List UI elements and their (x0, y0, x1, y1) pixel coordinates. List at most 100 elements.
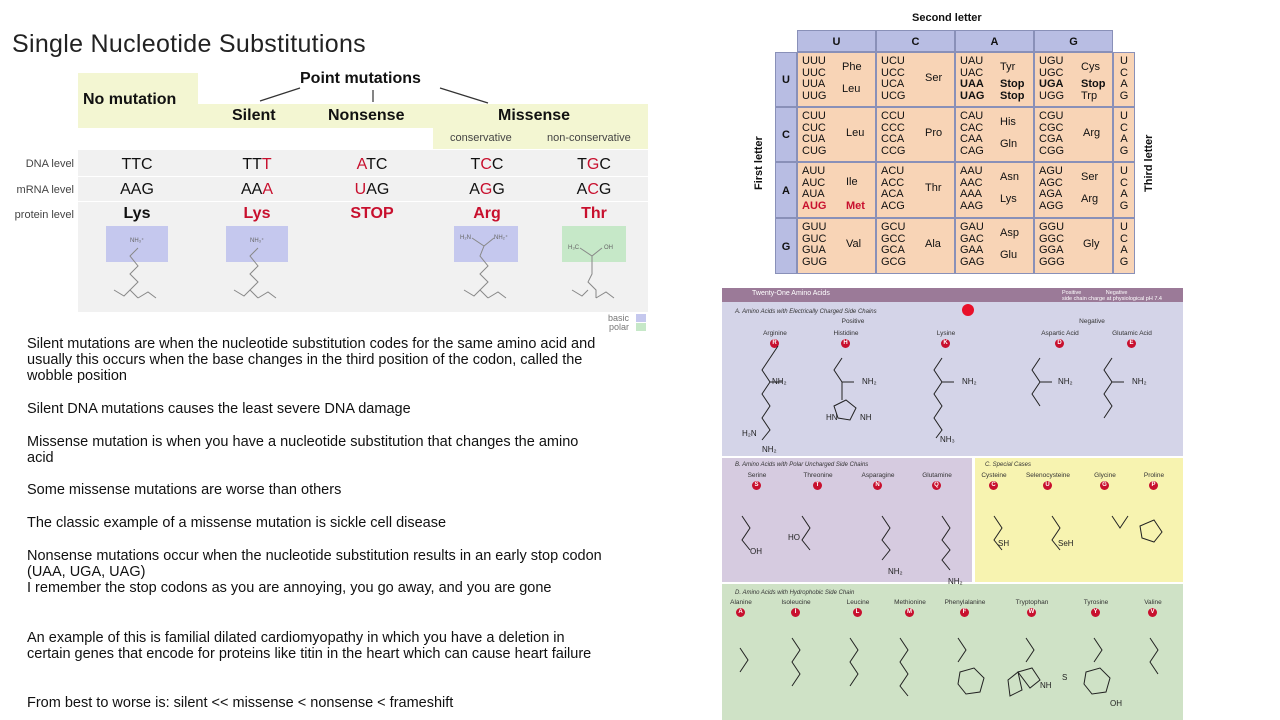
row-header-c: C (775, 107, 797, 162)
mrna-level-label: mRNA level (16, 184, 74, 196)
svg-text:OH: OH (750, 547, 762, 556)
amino-badge-p: P (1149, 481, 1158, 490)
protein-silent: Lys (243, 205, 271, 222)
third-letter-a: U C A G (1113, 162, 1135, 218)
amino-badge-v: V (1148, 608, 1157, 617)
svg-text:NH: NH (860, 413, 872, 422)
panel-charged (722, 302, 1183, 456)
mrna-non-conservative: ACG (576, 181, 612, 198)
note-missense-severity: Some missense mutations are worse than o… (27, 482, 342, 498)
mutation-grid (78, 150, 648, 312)
third-letter-c: U C A G (1113, 107, 1135, 162)
lys-structure-image: NH₃⁺ (106, 226, 168, 299)
amino-chart-legend: Positive Negative side chain charge at p… (1062, 290, 1162, 302)
protein-non-conservative: Thr (581, 205, 607, 222)
amino-name-glutamine: Glutamine (922, 472, 952, 479)
amino-name-valine: Valine (1144, 599, 1162, 606)
svg-text:SeH: SeH (1058, 539, 1074, 548)
amino-name-aspartic-acid: Aspartic Acid (1041, 330, 1079, 337)
amino-badge-i: I (791, 608, 800, 617)
note-ranking: From best to worse is: silent << missens… (27, 695, 454, 711)
svg-text:NH₂: NH₂ (862, 377, 877, 386)
codon-cell-uu: UUU UUC UUA UUG Phe Leu (797, 52, 876, 107)
legend-basic-swatch (636, 314, 646, 322)
header-connector-lines (259, 87, 489, 104)
mrna-no-mutation: AAG (120, 181, 154, 198)
amino-name-proline: Proline (1143, 472, 1165, 479)
amino-name-glycine: Glycine (1094, 472, 1116, 479)
no-mutation-header: No mutation (78, 73, 198, 128)
dna-no-mutation: TTC (121, 156, 153, 173)
note-cardiomyopathy: An example of this is familial dilated c… (27, 630, 592, 662)
amino-name-cysteine: Cysteine (981, 472, 1007, 479)
codon-cell-gu: GUU GUC GUA GUG Val (797, 218, 876, 274)
point-mutations-header: Point mutations (300, 70, 421, 87)
dna-level-label: DNA level (25, 158, 74, 170)
amino-name-threonine: Threonine (803, 472, 833, 479)
col-header-g: G (1034, 30, 1113, 52)
svg-text:NH₂: NH₂ (762, 445, 777, 454)
svg-text:H₂N: H₂N (742, 429, 757, 438)
amino-name-arginine: Arginine (763, 330, 787, 337)
amino-badge-t: T (813, 481, 822, 490)
amino-badge-r: R (770, 339, 779, 348)
amino-name-phenylalanine: Phenylalanine (944, 599, 986, 606)
svg-text:OH: OH (604, 245, 613, 251)
codon-cell-uc: UCU UCC UCA UCG Ser (876, 52, 955, 107)
amino-name-leucine: Leucine (846, 599, 870, 606)
amino-name-histidine: Histidine (833, 330, 859, 337)
silent-header: Silent (232, 107, 276, 124)
amino-name-tryptophan: Tryptophan (1015, 599, 1049, 606)
panel-special (975, 458, 1183, 582)
codon-cell-aa: AAU AAC AAA AAG Asn Lys (955, 162, 1034, 218)
note-silent: Silent mutations are when the nucleotide… (27, 336, 596, 384)
row-header-a: A (775, 162, 797, 218)
note-missense: Missense mutation is when you have a nuc… (27, 434, 579, 466)
mrna-nonsense: UAG (354, 181, 390, 198)
codon-cell-cg: CGU CGC CGA CGG Arg (1034, 107, 1113, 162)
panel-polar (722, 458, 972, 582)
legend-polar-swatch (636, 323, 646, 331)
svg-text:NH₂: NH₂ (948, 577, 963, 586)
amino-badge-u: U (1043, 481, 1052, 490)
negative-label: Negative (1079, 318, 1105, 325)
conservative-label: conservative (450, 132, 512, 144)
codon-cell-ua: UAU UAC UAA UAG Tyr Stop Stop (955, 52, 1034, 107)
codon-cell-cu: CUU CUC CUA CUG Leu (797, 107, 876, 162)
first-letter-label: First letter (753, 136, 765, 190)
svg-text:NH₂: NH₂ (1132, 377, 1147, 386)
second-letter-label: Second letter (912, 12, 982, 24)
row-divider (78, 176, 648, 177)
codon-cell-ca: CAU CAC CAA CAG His Gln (955, 107, 1034, 162)
codon-cell-gc: GCU GCC GCA GCG Ala (876, 218, 955, 274)
third-letter-u: U C A G (1113, 52, 1135, 107)
svg-text:NH₂: NH₂ (1058, 377, 1073, 386)
positive-label: Positive (841, 318, 865, 325)
mutation-type-header-bar (198, 104, 648, 128)
codon-cell-ug: UGU UGC UGA UGG Cys Stop Trp (1034, 52, 1113, 107)
lys-structure-image: NH₃⁺ (226, 226, 288, 299)
amino-name-tyrosine: Tyrosine (1083, 599, 1109, 606)
amino-badge-h: H (841, 339, 850, 348)
amino-name-glutamic-acid: Glutamic Acid (1112, 330, 1152, 337)
amino-name-alanine: Alanine (730, 599, 752, 606)
note-nonsense: Nonsense mutations occur when the nucleo… (27, 548, 602, 580)
amino-badge-w: W (1027, 608, 1036, 617)
amino-badge-y: Y (1091, 608, 1100, 617)
amino-name-methionine: Methionine (894, 599, 926, 606)
codon-cell-ag: AGU AGC AGA AGG Ser Arg (1034, 162, 1113, 218)
svg-text:S: S (1062, 673, 1067, 682)
mrna-conservative: AGG (469, 181, 505, 198)
missense-header: Missense (498, 107, 571, 124)
dna-non-conservative: TGC (577, 156, 611, 173)
protein-nonsense: STOP (350, 205, 394, 222)
protein-level-label: protein level (14, 209, 74, 221)
row-header-u: U (775, 52, 797, 107)
section-d-title: D. Amino Acids with Hydrophobic Side Cha… (735, 590, 855, 596)
svg-text:NH₂: NH₂ (962, 377, 977, 386)
col-header-a: A (955, 30, 1034, 52)
codon-cell-cc: CCU CCC CCA CCG Pro (876, 107, 955, 162)
svg-text:NH: NH (1040, 681, 1052, 690)
row-divider (78, 201, 648, 202)
codon-cell-ac: ACU ACC ACA ACG Thr (876, 162, 955, 218)
